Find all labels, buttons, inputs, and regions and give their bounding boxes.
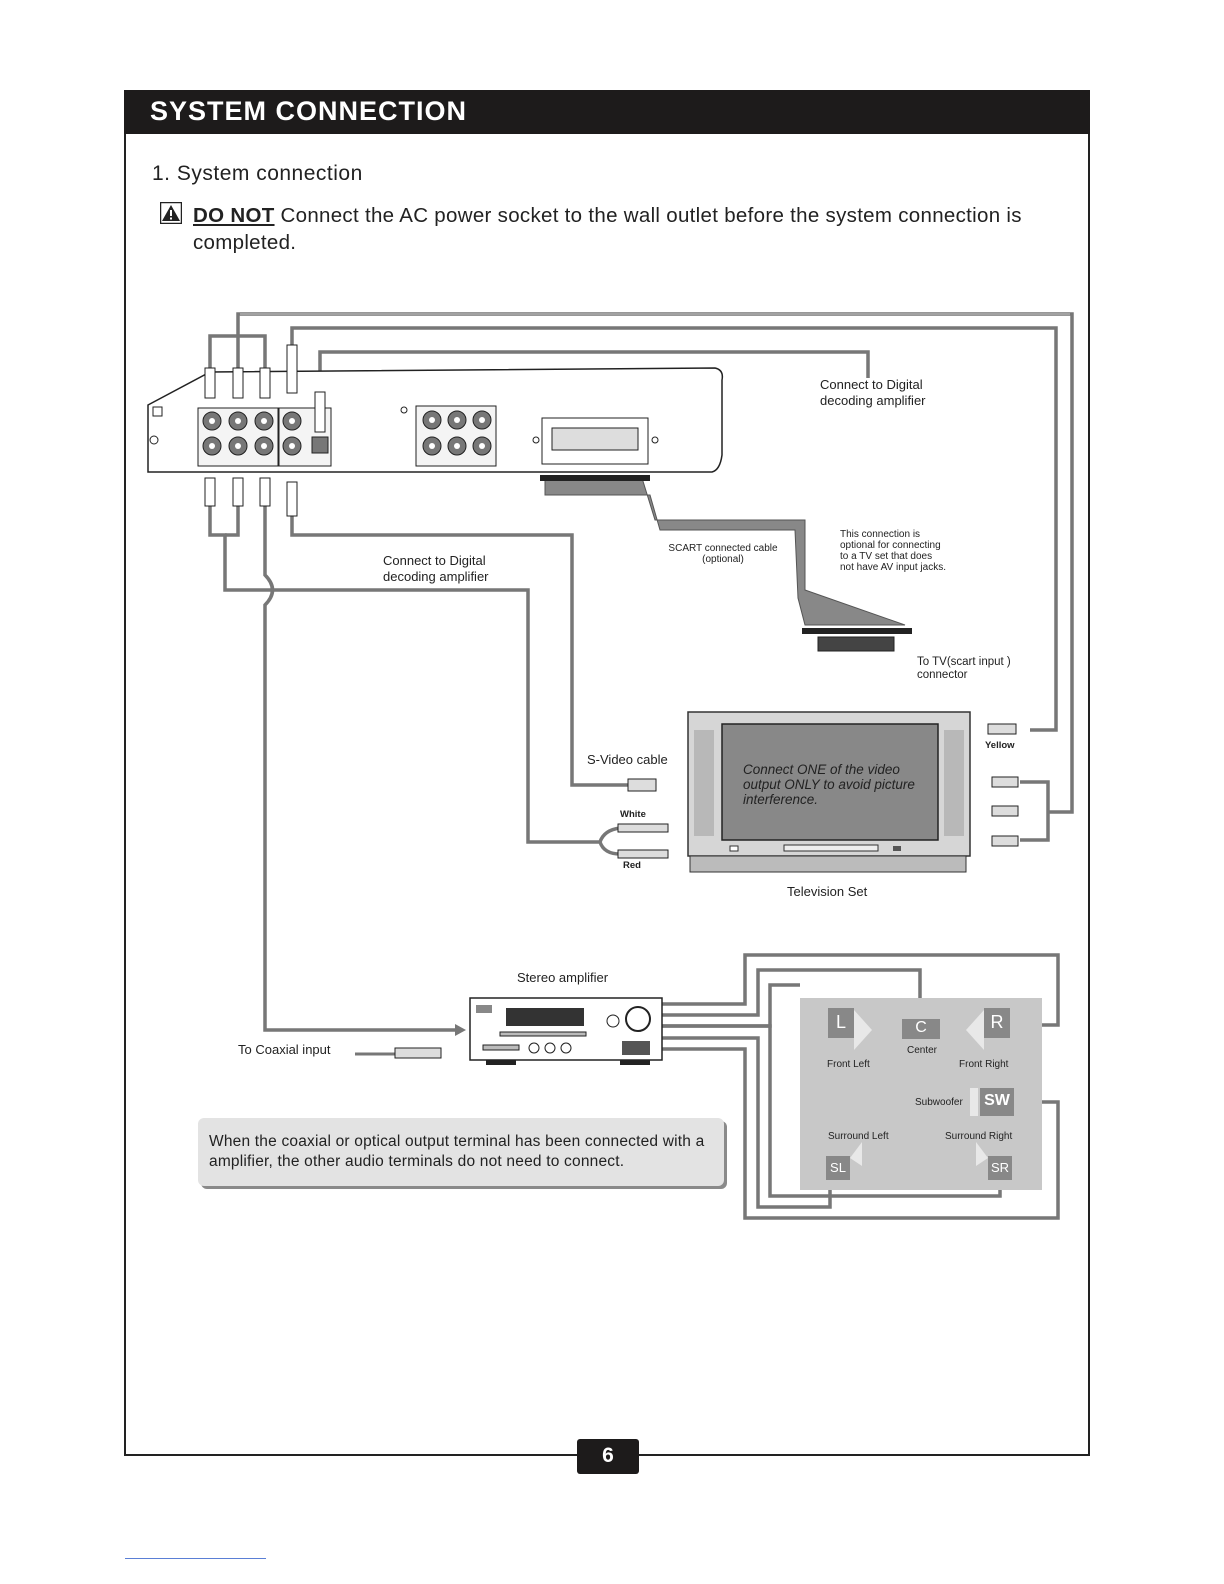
svideo-cable bbox=[290, 515, 630, 787]
label-line: not have AV input jacks. bbox=[840, 562, 946, 573]
section-title: 1. System connection bbox=[152, 162, 363, 185]
footnote-separator bbox=[125, 1558, 266, 1559]
tv-rca-link bbox=[1020, 780, 1050, 842]
label-line: (optional) bbox=[702, 554, 744, 565]
label-yellow: Yellow bbox=[985, 740, 1015, 751]
speaker-letter-l: L bbox=[835, 1012, 846, 1032]
label-stereo-amplifier: Stereo amplifier bbox=[517, 970, 609, 985]
label-tv-scart-input: To TV(scart input ) connector bbox=[917, 656, 1011, 682]
warning-triangle-icon bbox=[160, 202, 182, 224]
label-line: To TV(scart input ) bbox=[917, 656, 1011, 668]
video-cable-yellow bbox=[290, 326, 1058, 732]
speaker-cable-c bbox=[662, 968, 922, 1017]
page-number: 6 bbox=[602, 1444, 614, 1467]
label-television-set: Television Set bbox=[787, 884, 868, 899]
audio-cable-white bbox=[208, 505, 262, 592]
speaker-cable-sr bbox=[662, 1024, 1002, 1198]
tv-screen-note: Connect ONE of the video output ONLY to … bbox=[743, 762, 915, 807]
label-front-left: Front Left bbox=[827, 1059, 870, 1070]
panel-switch bbox=[152, 406, 163, 417]
audio-cable-tv bbox=[262, 588, 600, 844]
label-line: Connect to Digital bbox=[820, 377, 923, 392]
label-scart-note: This connection is optional for connecti… bbox=[840, 529, 946, 573]
television-base bbox=[689, 855, 967, 873]
speaker-letter-sl: SL bbox=[830, 1160, 846, 1175]
television-screen bbox=[721, 723, 939, 841]
speaker-letter-r: R bbox=[990, 1012, 1004, 1032]
speaker-letter-sr: SR bbox=[990, 1160, 1010, 1175]
scart-cable bbox=[544, 477, 906, 626]
scart-plug-top bbox=[540, 475, 650, 481]
label-red: Red bbox=[623, 860, 641, 871]
surround-left-speaker-icon bbox=[826, 1156, 850, 1180]
label-line: to a TV set that does bbox=[840, 551, 933, 562]
speaker-cable-sw bbox=[662, 1047, 1060, 1220]
speaker-cable-sl bbox=[662, 1036, 832, 1209]
audio-cable-pair bbox=[208, 334, 267, 368]
label-line: optional for connecting bbox=[840, 540, 941, 551]
audio-cable-red bbox=[225, 505, 240, 537]
warning-emphasis: DO NOT bbox=[193, 204, 275, 227]
label-white: White bbox=[620, 809, 646, 820]
page-number-tab: 6 bbox=[577, 1439, 639, 1474]
label-digital-amp-top: Connect to Digital decoding amplifier bbox=[820, 377, 926, 409]
coaxial-cable bbox=[263, 505, 462, 1032]
label-line: Connect to Digital bbox=[383, 553, 486, 568]
label-line: decoding amplifier bbox=[383, 569, 489, 584]
center-speaker-icon bbox=[902, 1019, 940, 1039]
label-scart-cable: SCART connected cable (optional) bbox=[665, 543, 781, 565]
scart-plug-bottom bbox=[802, 628, 912, 634]
surround-right-speaker-icon bbox=[988, 1156, 1012, 1180]
label-line: SCART connected cable bbox=[668, 543, 778, 554]
label-subwoofer: Subwoofer bbox=[915, 1097, 963, 1108]
label-coaxial-input: To Coaxial input bbox=[238, 1042, 331, 1057]
label-line: decoding amplifier bbox=[820, 393, 926, 408]
label-front-right: Front Right bbox=[959, 1059, 1009, 1070]
note-box: When the coaxial or optical output termi… bbox=[198, 1118, 724, 1186]
label-line: connector bbox=[917, 669, 968, 681]
note-text: When the coaxial or optical output termi… bbox=[209, 1133, 705, 1170]
front-left-speaker-icon bbox=[828, 1008, 854, 1038]
audio-cable-right bbox=[236, 312, 1074, 814]
label-center: Center bbox=[907, 1045, 938, 1056]
front-right-speaker-icon bbox=[984, 1008, 1010, 1038]
audio-split bbox=[598, 826, 621, 856]
speaker-letter-c: C bbox=[915, 1019, 927, 1036]
panel-screw bbox=[149, 435, 159, 445]
scart-plug-head bbox=[817, 636, 895, 652]
warning-text: DO NOT Connect the AC power socket to th… bbox=[193, 202, 1083, 256]
label-line: This connection is bbox=[840, 529, 921, 540]
label-svideo-cable: S-Video cable bbox=[587, 752, 668, 767]
label-surround-right: Surround Right bbox=[945, 1131, 1013, 1142]
speaker-letter-sw: SW bbox=[984, 1092, 1010, 1109]
page-title: SYSTEM CONNECTION bbox=[150, 96, 468, 126]
label-surround-left: Surround Left bbox=[828, 1131, 889, 1142]
section-header-bar: SYSTEM CONNECTION bbox=[124, 90, 1090, 134]
warning-body: Connect the AC power socket to the wall … bbox=[193, 204, 1022, 254]
speaker-cable-fr bbox=[662, 953, 1060, 1027]
amplifier-display bbox=[506, 1008, 584, 1026]
label-digital-amp-left: Connect to Digital decoding amplifier bbox=[383, 553, 489, 585]
subwoofer-speaker-icon bbox=[980, 1088, 1014, 1116]
